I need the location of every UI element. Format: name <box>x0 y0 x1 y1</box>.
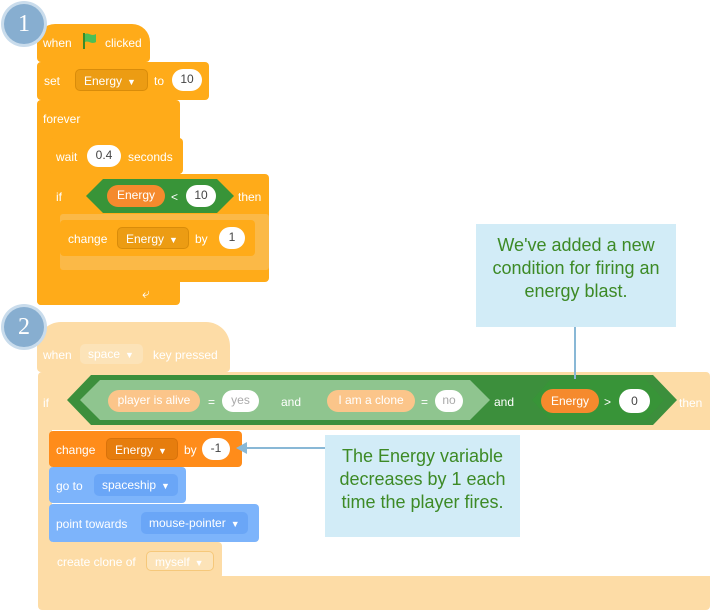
change2-label: change <box>56 443 96 457</box>
callout-connector-line <box>574 327 576 379</box>
change2-by-label: by <box>184 443 197 457</box>
loop-arrow-icon: ⤶ <box>142 285 150 301</box>
create-clone-label: create clone of <box>57 555 136 569</box>
if-label: if <box>56 190 62 204</box>
and2-label: and <box>494 395 515 409</box>
set-label: set <box>44 74 61 88</box>
clone-target-label: myself <box>155 555 190 569</box>
hat-when-label: when <box>43 36 72 50</box>
go-to-target-label: spaceship <box>102 478 157 492</box>
key-label: space <box>88 347 121 361</box>
player-alive-reporter[interactable]: player is alive <box>108 390 200 412</box>
hat2-pressed-label: key pressed <box>153 348 218 362</box>
change2-value-input[interactable]: -1 <box>202 438 230 460</box>
change-label: change <box>68 232 108 246</box>
callout-new-condition: We've added a new condition for firing a… <box>476 224 676 327</box>
set-to-label: to <box>154 74 165 88</box>
if2-label: if <box>43 396 49 410</box>
change-by-label: by <box>195 232 208 246</box>
if-operator-label: < <box>171 190 179 204</box>
forever-label: forever <box>43 112 81 126</box>
point-target-label: mouse-pointer <box>149 516 226 530</box>
point-target-dropdown[interactable]: mouse-pointer ▼ <box>141 512 248 534</box>
wait-label: wait <box>56 150 78 164</box>
step-badge-2: 2 <box>4 307 44 347</box>
hat-block-1[interactable] <box>37 24 150 62</box>
hat-clicked-label: clicked <box>105 36 142 50</box>
if2-then-label: then <box>679 396 703 410</box>
set-value-input[interactable]: 10 <box>172 69 202 91</box>
green-flag-icon <box>83 33 96 49</box>
callout-arrow-head-icon <box>236 442 247 454</box>
if-energy-reporter[interactable]: Energy <box>107 185 165 207</box>
and1-label: and <box>281 395 302 409</box>
cond3-value-input[interactable]: 0 <box>619 389 650 413</box>
chevron-down-icon: ▼ <box>161 481 170 491</box>
change-variable-dropdown[interactable]: Energy ▼ <box>117 227 189 249</box>
change2-variable-dropdown[interactable]: Energy ▼ <box>106 438 178 460</box>
wait-unit-label: seconds <box>128 150 173 164</box>
wait-value-input[interactable]: 0.4 <box>87 145 121 167</box>
hat2-when-label: when <box>43 348 72 362</box>
cond2-operator-label: = <box>421 395 429 409</box>
cond3-operator-label: > <box>604 395 612 409</box>
chevron-down-icon: ▼ <box>230 519 240 529</box>
callout-arrow-line <box>244 447 325 449</box>
go-to-target-dropdown[interactable]: spaceship ▼ <box>94 474 178 496</box>
chevron-down-icon: ▼ <box>125 350 134 360</box>
set-variable-label: Energy <box>84 74 123 88</box>
change2-variable-label: Energy <box>115 443 154 457</box>
point-towards-label: point towards <box>56 517 128 531</box>
chevron-down-icon: ▼ <box>169 235 178 245</box>
step-badge-1: 1 <box>4 4 44 44</box>
key-dropdown[interactable]: space ▼ <box>80 344 143 364</box>
cond2-value-input[interactable]: no <box>435 390 463 412</box>
if-then-label: then <box>238 190 262 204</box>
energy-reporter-2[interactable]: Energy <box>541 389 599 413</box>
chevron-down-icon: ▼ <box>158 446 167 456</box>
callout-energy-decrease: The Energy variable decreases by 1 each … <box>325 435 520 537</box>
cond1-value-input[interactable]: yes <box>222 390 259 412</box>
cond1-operator-label: = <box>208 395 216 409</box>
change-variable-label: Energy <box>126 232 165 246</box>
set-variable-dropdown[interactable]: Energy ▼ <box>75 69 148 91</box>
chevron-down-icon: ▼ <box>194 558 204 568</box>
if-compare-input[interactable]: 10 <box>186 185 216 207</box>
chevron-down-icon: ▼ <box>127 77 136 87</box>
clone-check-reporter[interactable]: I am a clone <box>327 390 415 412</box>
forever-footer <box>37 282 163 305</box>
go-to-label: go to <box>56 479 83 493</box>
change-value-input[interactable]: 1 <box>219 227 245 249</box>
clone-target-dropdown[interactable]: myself ▼ <box>146 551 214 571</box>
